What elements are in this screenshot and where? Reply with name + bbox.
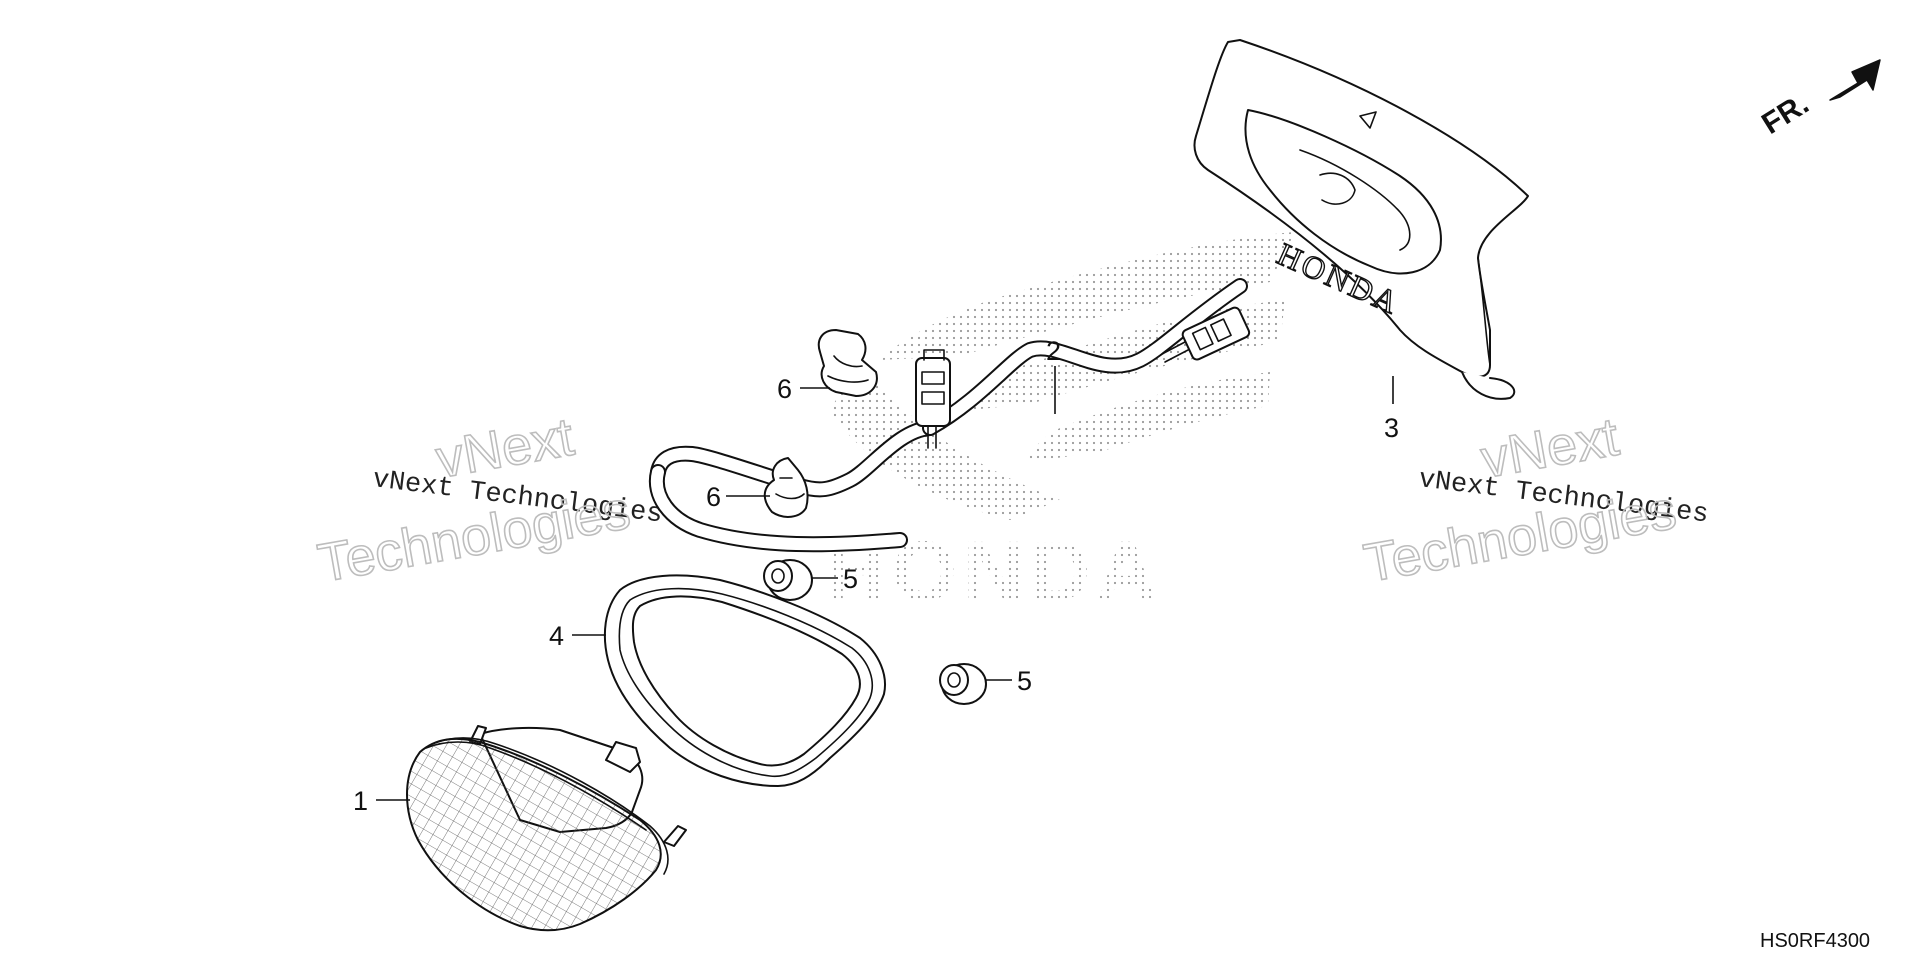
emblem-wing-upper (880, 232, 1295, 360)
callout-1: 1 (353, 786, 410, 816)
callout-3: 3 (1384, 376, 1399, 443)
part-1-tail-light (406, 725, 687, 932)
part-6-clip-upper (817, 329, 878, 397)
rear-cover-bottom-flange (1461, 371, 1516, 400)
callout-6-lower-number: 6 (706, 482, 721, 512)
front-direction-indicator: FR. (1756, 59, 1881, 141)
front-direction-arrow-icon (1829, 59, 1881, 101)
callout-3-number: 3 (1384, 413, 1399, 443)
rear-cover-opening (1244, 109, 1442, 275)
harness-cable-right-inner (924, 280, 1246, 434)
honda-wing-emblem: HONDA (825, 232, 1295, 618)
gasket-frame-rib (618, 587, 874, 778)
watermark-right-big-1: vNext (1477, 407, 1623, 490)
callout-5-upper: 5 (812, 564, 858, 594)
callout-6-upper: 6 (777, 374, 830, 404)
callout-2: 2 (1046, 336, 1061, 414)
callout-5-lower: 5 (986, 666, 1032, 696)
gasket-frame-inner (631, 595, 861, 767)
harness-bend-left-inner (650, 466, 906, 551)
callout-6-upper-number: 6 (777, 374, 792, 404)
callout-5-upper-number: 5 (843, 564, 858, 594)
front-direction-label: FR. (1756, 87, 1814, 141)
rear-cover-inner-recess (1299, 149, 1411, 251)
rear-cover-tab (1359, 111, 1377, 129)
part-2-wire-harness (648, 278, 1251, 553)
callout-4-number: 4 (549, 621, 564, 651)
tail-light-stud-right (663, 825, 687, 847)
callout-6-lower: 6 (706, 482, 770, 512)
part-6-clip-lower (763, 457, 809, 518)
tail-light-lens-rim (431, 737, 669, 875)
callout-1-number: 1 (353, 786, 368, 816)
part-5-grommet-lower (939, 663, 987, 705)
harness-left-connector (915, 349, 951, 449)
tail-light-lens (406, 737, 662, 932)
watermark-left-big-1: vNext (432, 407, 578, 490)
part-4-gasket-frame (603, 574, 886, 787)
watermark-left: vNext Technologies vNext Technologies (313, 406, 664, 595)
emblem-wing-lower (1028, 372, 1270, 462)
watermark-right: vNext Technologies vNext Technologies (1359, 406, 1710, 595)
callout-2-number: 2 (1046, 336, 1061, 366)
tail-light-socket (605, 741, 641, 773)
callout-5-lower-number: 5 (1017, 666, 1032, 696)
part-5-grommet-upper (763, 559, 813, 601)
tail-light-lens-rim-2 (425, 741, 647, 831)
emblem-wing-body (830, 360, 1060, 520)
diagram-code: HS0RF4300 (1760, 930, 1870, 952)
rear-cover-side-lip (1477, 257, 1491, 366)
callout-4: 4 (549, 621, 606, 651)
harness-right-connector (1161, 306, 1251, 363)
